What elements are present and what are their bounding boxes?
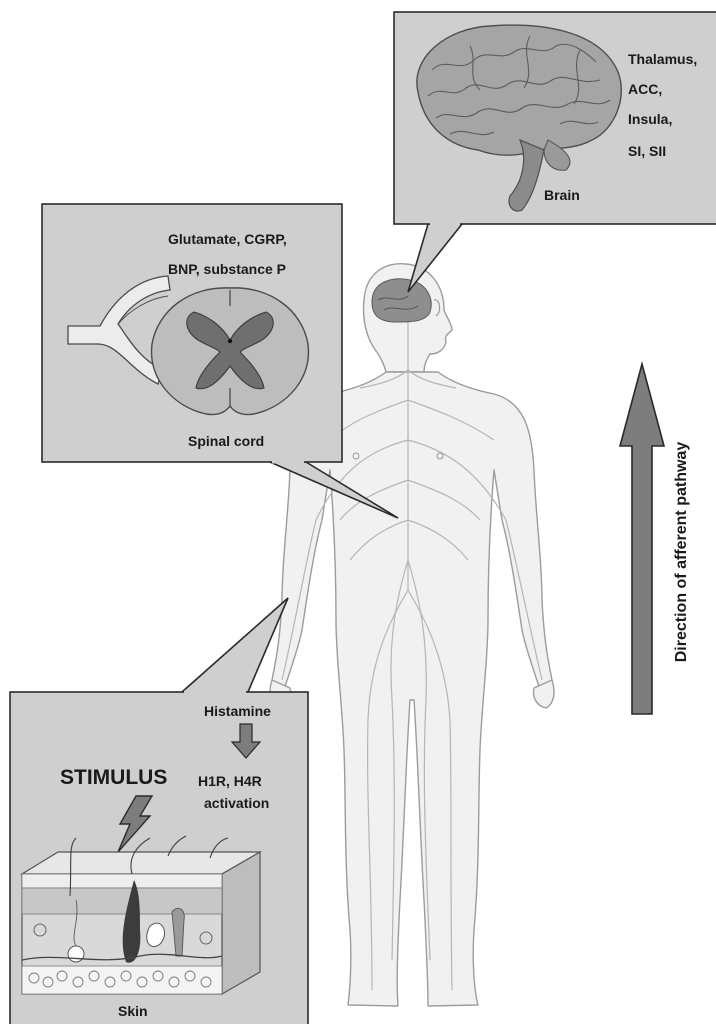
spinal-mediator-1: BNP, substance P [168, 261, 286, 277]
brain-label: Brain [544, 187, 580, 203]
receptor-label-0: H1R, H4R [198, 773, 262, 789]
brain-region-2: Insula, [628, 111, 672, 127]
stimulus-label: STIMULUS [60, 766, 167, 789]
skin-illustration [22, 836, 260, 994]
brain-region-0: Thalamus, [628, 51, 697, 67]
head-brain-icon [372, 279, 431, 322]
skin-label: Skin [118, 1003, 148, 1019]
spinal-label: Spinal cord [188, 433, 264, 449]
spinal-mediator-0: Glutamate, CGRP, [168, 231, 287, 247]
brain-region-3: SI, SII [628, 143, 666, 159]
afferent-pathway-arrow [620, 364, 664, 714]
brain-region-1: ACC, [628, 81, 662, 97]
histamine-label: Histamine [204, 703, 271, 719]
receptor-label-1: activation [204, 795, 269, 811]
afferent-pathway-label: Direction of afferent pathway [673, 442, 690, 663]
